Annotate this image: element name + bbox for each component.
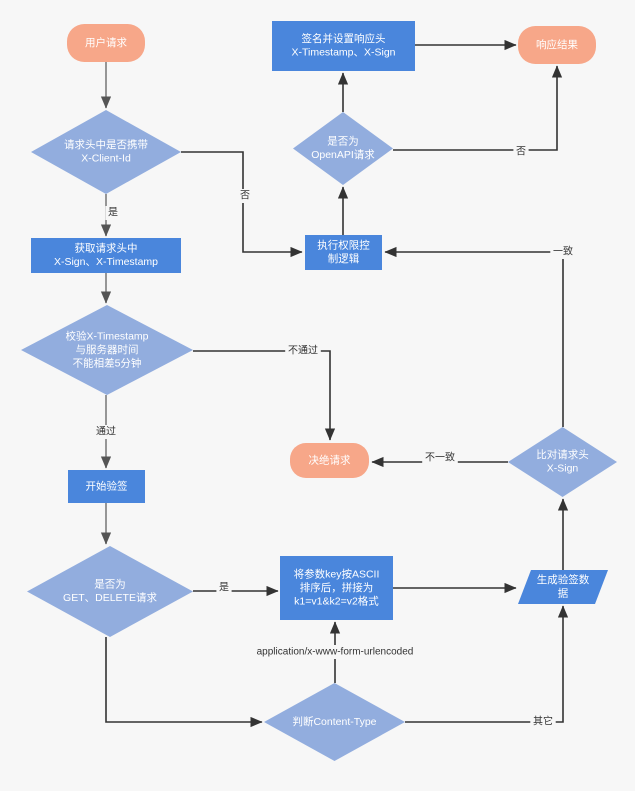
edge-label-e-hasclient-no: 否	[240, 190, 250, 202]
shape-rect	[68, 470, 145, 503]
edge-label-backdrop	[422, 451, 458, 465]
shape-diamond	[264, 683, 405, 761]
edge-label-backdrop	[248, 645, 422, 659]
edge-label-e-contenttype-other: 其它	[533, 715, 553, 728]
edge-label-e-openapi-no: 否	[516, 146, 526, 158]
edge-label-e-compare-mismatch: 不一致	[425, 451, 455, 464]
shape-diamond	[508, 427, 617, 497]
edge-label-e-contenttype-form: application/x-www-form-urlencoded	[257, 647, 414, 658]
shape-diamond	[21, 305, 193, 395]
edge-label-backdrop	[237, 189, 253, 203]
shape-rect	[280, 556, 393, 620]
node-response-result[interactable]: 响应结果	[518, 26, 596, 64]
edge-label-e-verify-fail: 不通过	[288, 344, 318, 357]
edge-label-e-hasclient-yes: 是	[108, 207, 118, 219]
shape-rounded	[67, 24, 145, 62]
edge-label-e-verify-pass: 通过	[96, 425, 116, 438]
edge-labels-layer: 是否不通过通过是application/x-www-form-urlencode…	[93, 145, 576, 729]
shape-rect	[272, 21, 415, 71]
shape-rounded	[290, 443, 369, 478]
edge-label-backdrop	[93, 425, 119, 439]
shape-rounded	[518, 26, 596, 64]
edge-e-getdelete-no	[105, 637, 263, 728]
shape-rect	[305, 235, 382, 270]
edge-e-verify-fail	[193, 350, 336, 441]
shape-diamond	[293, 112, 393, 185]
edge-label-backdrop	[513, 145, 529, 159]
shape-diamond	[27, 546, 193, 637]
shape-parallelogram	[518, 570, 608, 604]
edge-label-backdrop	[530, 715, 556, 729]
edge-e-compare-match	[384, 246, 564, 427]
shape-rect	[31, 238, 181, 273]
edge-label-backdrop	[216, 581, 232, 595]
edge-label-e-getdelete-yes: 是	[219, 582, 229, 594]
edge-label-backdrop	[550, 245, 576, 259]
edge-e-openapi-no	[393, 65, 563, 151]
edge-label-backdrop	[105, 206, 121, 220]
edge-label-backdrop	[285, 344, 321, 358]
node-start-verify-sign[interactable]: 开始验签	[68, 470, 145, 503]
edge-label-e-compare-match: 一致	[553, 245, 573, 258]
node-user-request[interactable]: 用户请求	[67, 24, 145, 62]
node-reject-request[interactable]: 决绝请求	[290, 443, 369, 478]
edge-e-contenttype-other	[405, 605, 569, 723]
node-judge-content-type[interactable]: 判断Content-Type	[264, 683, 405, 761]
shape-diamond	[31, 110, 181, 194]
